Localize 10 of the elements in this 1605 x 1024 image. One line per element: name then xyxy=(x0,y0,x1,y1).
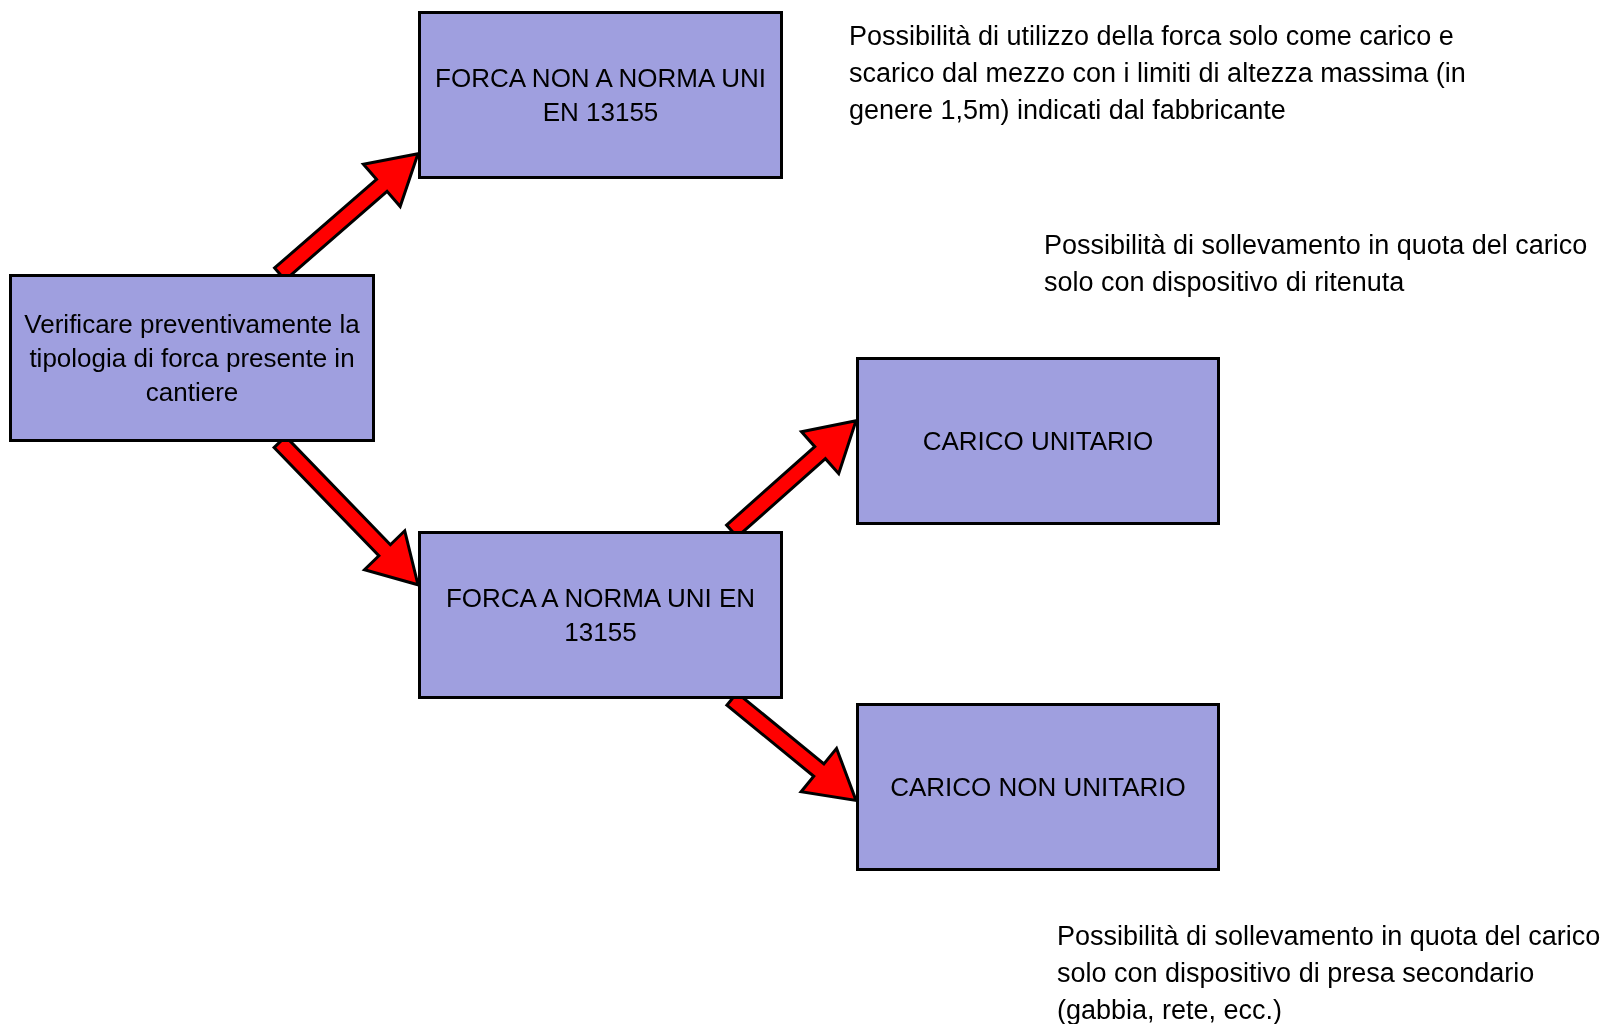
box-label: Verificare preventivamente la tipologia di forca presente in cantiere xyxy=(23,308,361,409)
note-text: Possibilità di sollevamento in quota del carico solo con dispositivo di presa secondario (gabbia, rete, ecc.) xyxy=(1057,920,1602,1024)
process-box xyxy=(9,274,375,442)
note-text: Possibilità di sollevamento in quota del carico solo con dispositivo di ritenuta xyxy=(1044,229,1589,299)
note-text: Possibilità di utilizzo della forca solo come carico e scarico dal mezzo con i limiti di altezza massima (in genere 1,5m) indicati dal fabbricante xyxy=(849,20,1467,127)
box-label: FORCA NON A NORMA UNI EN 13155 xyxy=(434,62,767,129)
box-label: CARICO NON UNITARIO xyxy=(889,771,1187,804)
process-box xyxy=(418,531,783,699)
box-label: CARICO UNITARIO xyxy=(921,425,1155,458)
box-label: FORCA A NORMA UNI EN 13155 xyxy=(444,582,757,649)
